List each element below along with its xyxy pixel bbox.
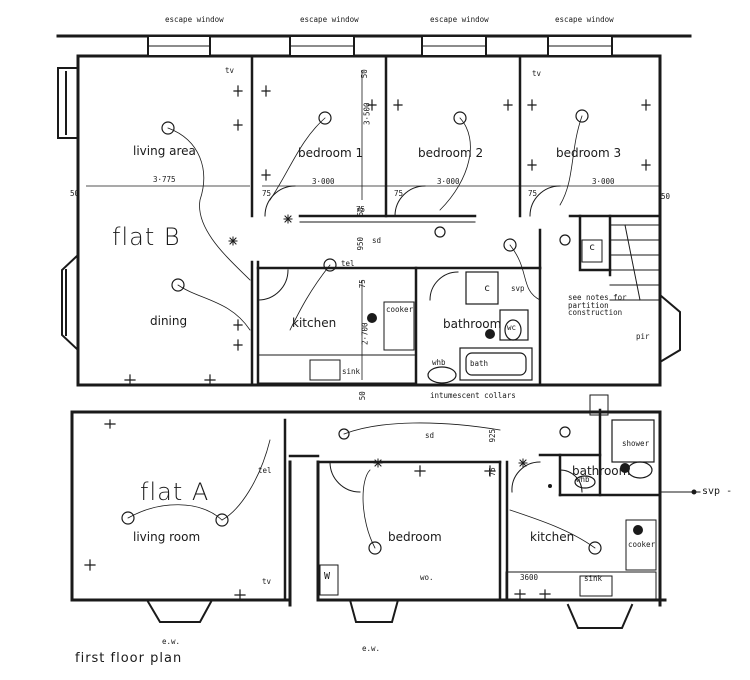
- flat-b-cooker-label: cooker: [386, 305, 414, 314]
- flat-a-svp-label: svp -: [702, 486, 733, 497]
- dim-50-b: 50: [70, 189, 80, 198]
- cupboard-label-right: c: [589, 242, 596, 253]
- bedroom-2-label: bedroom 2: [418, 146, 484, 160]
- dim-50-c: 50: [661, 192, 671, 201]
- flat-b-svp-label: svp: [511, 284, 525, 293]
- partition-note-label: see notes for partition construction: [568, 293, 627, 317]
- flat-b-sd-label: sd: [372, 236, 382, 245]
- escape-window-openings: [147, 35, 613, 57]
- ceiling-lights: [121, 109, 602, 555]
- dim-50-a: 50: [359, 69, 369, 79]
- dim-3000-a: 3·000: [312, 177, 335, 186]
- escape-window-label-4: escape window: [555, 15, 614, 24]
- dim-75-d: 75: [357, 279, 367, 289]
- bath-label: bath: [470, 359, 489, 368]
- dim-75-f: 75: [356, 205, 366, 214]
- flat-a-whb-label: whb: [576, 475, 590, 484]
- washer-label: W: [324, 571, 331, 582]
- dim-3600: 3600: [520, 573, 539, 582]
- flat-a-cooker-label: cooker: [628, 540, 656, 549]
- flat-a-bathroom-label: bathroom: [572, 464, 631, 478]
- dim-3500: 3·500: [362, 102, 372, 126]
- dim-925: 925: [488, 428, 498, 443]
- dim-75-a: 75: [262, 189, 272, 198]
- flat-b-bathroom-label: bathroom: [443, 317, 502, 331]
- flat-b-tv-bedroom-label: tv: [532, 69, 542, 78]
- escape-window-label-1: escape window: [165, 15, 224, 24]
- escape-window-label-2: escape window: [300, 15, 359, 24]
- shower-label: shower: [622, 439, 650, 448]
- door-swings: [257, 185, 583, 493]
- flat-b-tel-label: tel: [341, 259, 355, 268]
- flat-a-tel-label: tel: [258, 466, 272, 475]
- flat-a-label: flat A: [140, 478, 210, 506]
- flat-a-kitchen-label: kitchen: [530, 530, 575, 544]
- flat-a-sink-label: sink: [584, 574, 603, 583]
- flat-b-whb-label: whb: [432, 358, 446, 367]
- flat-a-tv-label: tv: [262, 577, 272, 586]
- smoke-detectors: [228, 214, 528, 468]
- dim-75-b: 75: [394, 189, 404, 198]
- socket-outlets: [84, 85, 651, 601]
- duct-boxes: [581, 239, 609, 416]
- ew-mark-1: e.w.: [162, 637, 181, 646]
- bedroom-1-label: bedroom 1: [298, 146, 364, 160]
- dim-75-e: 75: [487, 467, 497, 477]
- flat-b-label: flat B: [112, 223, 181, 251]
- dim-2700: 2·700: [360, 322, 370, 346]
- wardrobe-label: wo.: [420, 573, 434, 582]
- ew-mark-2: e.w.: [362, 644, 381, 653]
- living-area-label: living area: [133, 144, 196, 158]
- intumescent-collars-label: intumescent collars: [430, 391, 516, 400]
- staircase: [609, 224, 661, 301]
- dim-75-c: 75: [528, 189, 538, 198]
- drawing-title: first floor plan: [75, 651, 183, 666]
- bathroom-fittings: [427, 271, 655, 489]
- side-window: [57, 67, 79, 139]
- dining-label: dining: [150, 314, 188, 328]
- cupboard-label-left: c: [484, 283, 491, 294]
- dim-3775: 3·775: [153, 175, 176, 184]
- flat-b-tv-living-label: tv: [225, 66, 235, 75]
- dim-50-d: 50: [357, 391, 367, 401]
- flat-a-partitions: [283, 408, 662, 602]
- living-room-label: living room: [133, 530, 201, 544]
- flat-b-kitchen-label: kitchen: [292, 316, 337, 330]
- switch-wiring: [127, 115, 596, 549]
- dim-3000-c: 3·000: [592, 177, 615, 186]
- flat-a-sd-label: sd: [425, 431, 435, 440]
- escape-window-label-3: escape window: [430, 15, 489, 24]
- wc-label: wc: [507, 323, 517, 332]
- bay-windows: [61, 253, 681, 629]
- flat-b-sink-label: sink: [342, 367, 361, 376]
- pir-label: pir: [636, 332, 650, 341]
- dim-950: 950: [356, 236, 366, 251]
- dim-3000-b: 3·000: [437, 177, 460, 186]
- bedroom-3-label: bedroom 3: [556, 146, 622, 160]
- kitchen-fittings: [257, 301, 657, 601]
- flat-b-partitions: [250, 54, 662, 387]
- flat-a-bedroom-label: bedroom: [388, 530, 442, 544]
